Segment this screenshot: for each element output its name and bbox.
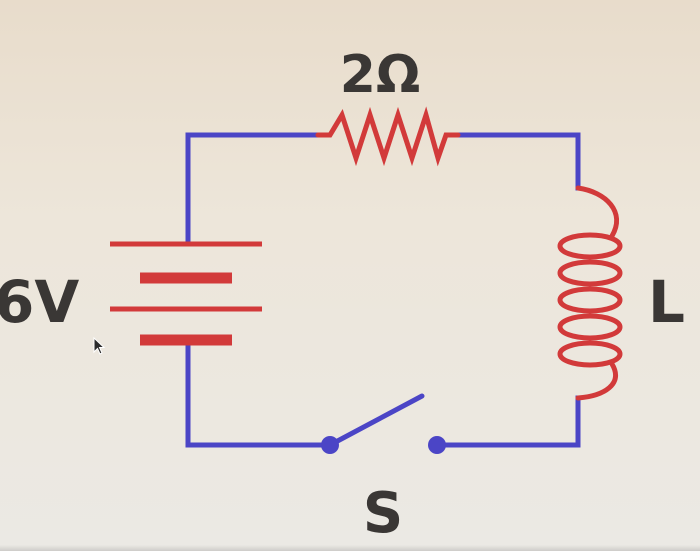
switch [321, 393, 446, 454]
wire-top-right [452, 132, 581, 191]
inductor-loop-3 [557, 286, 623, 314]
inductor-loop-5 [557, 340, 623, 368]
wires [185, 132, 581, 448]
resistor-label: 2Ω [340, 45, 420, 105]
inductor [557, 185, 623, 401]
inductor-loop-4 [557, 313, 623, 341]
switch-node-left [321, 436, 339, 454]
battery [110, 241, 262, 346]
wire-top-left [185, 132, 321, 243]
switch-lever [327, 393, 425, 448]
resistor [315, 106, 461, 167]
inductor-lead-top [575, 185, 620, 239]
screen-edge [0, 545, 700, 551]
inductor-loop-2 [557, 259, 623, 287]
battery-label: 6V [0, 268, 79, 336]
switch-node-right [428, 436, 446, 454]
wire-bottom-right [434, 395, 581, 448]
wire-bottom-left [185, 342, 333, 448]
switch-label: S [363, 481, 403, 546]
mouse-cursor-icon [93, 336, 106, 355]
inductor-lead-bottom [575, 361, 619, 401]
inductor-loop-1 [557, 232, 623, 260]
inductor-label: L [648, 268, 685, 336]
